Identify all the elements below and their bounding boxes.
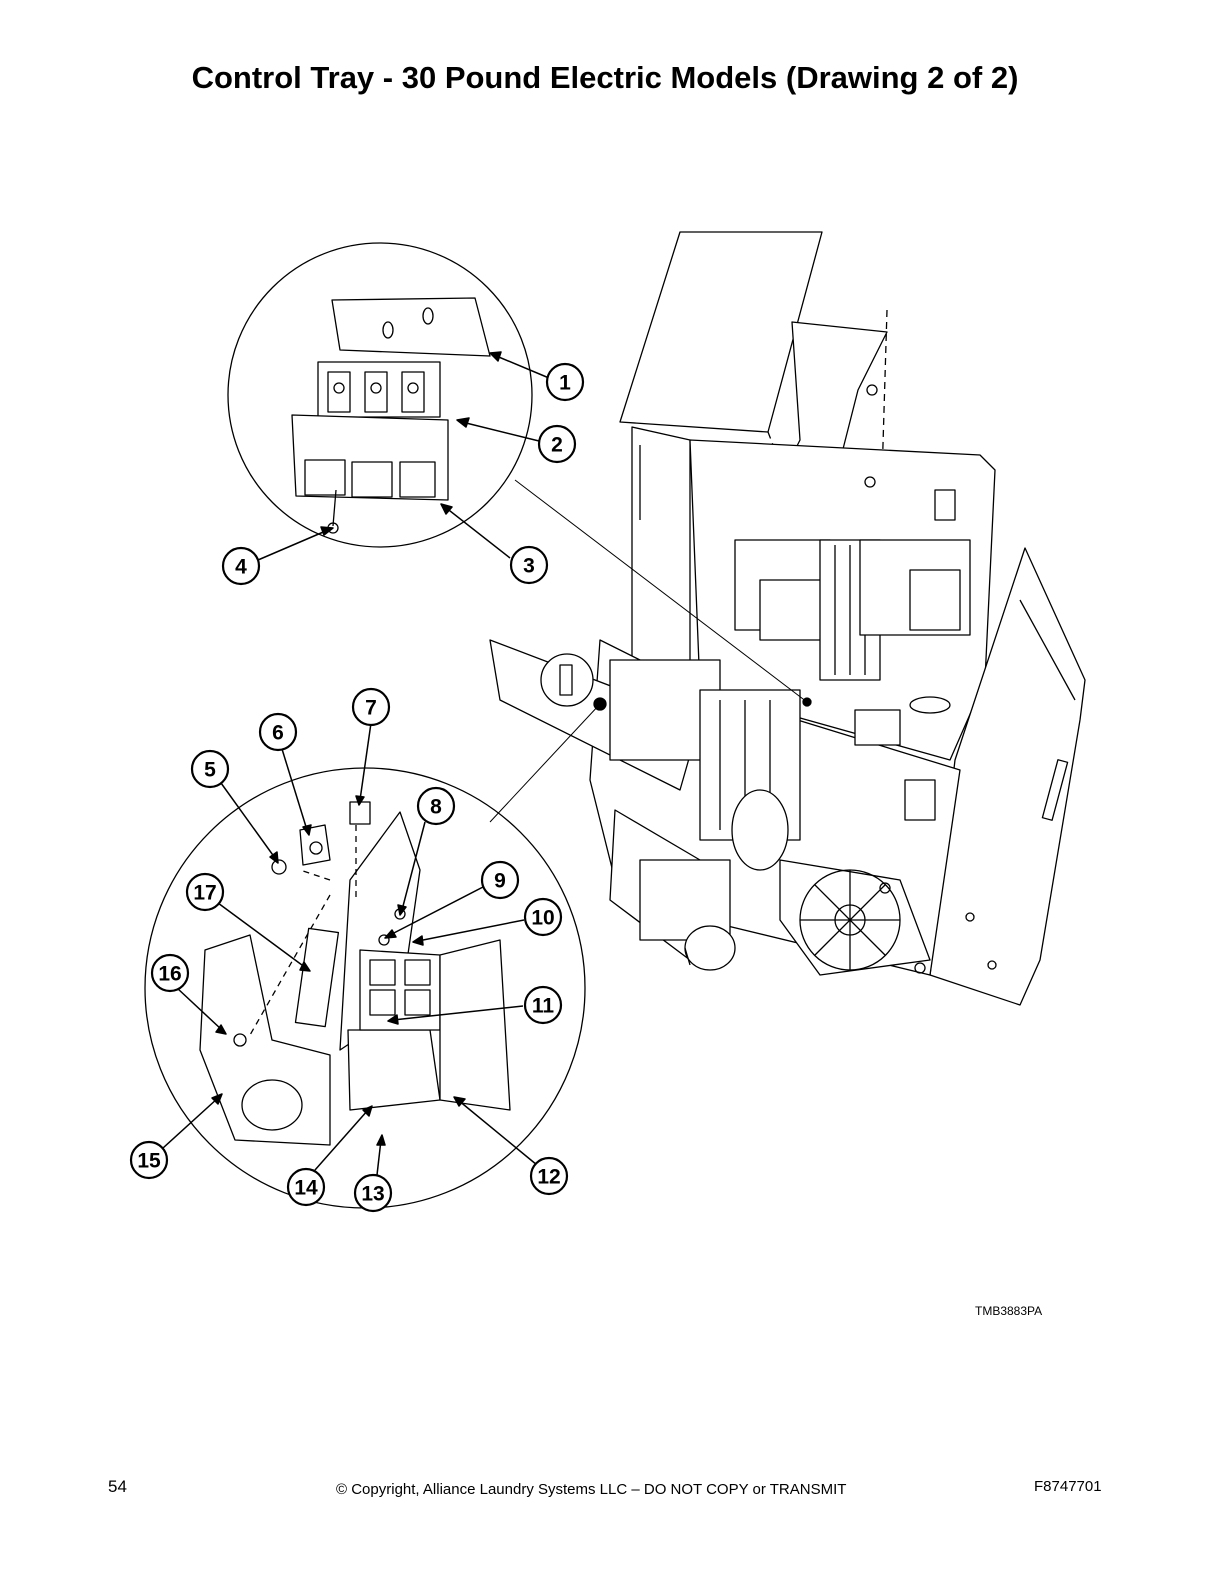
callout-13: 13 (353, 1173, 393, 1213)
callout-15-label: 15 (137, 1150, 161, 1173)
callout-1-label: 1 (559, 372, 571, 395)
callout-13-label: 13 (361, 1183, 384, 1206)
callout-9-label: 9 (494, 870, 506, 893)
callout-11: 11 (523, 985, 563, 1025)
callout-12: 12 (529, 1156, 569, 1196)
upper-detail-view (227, 242, 808, 703)
callout-17: 17 (185, 872, 225, 912)
callout-15: 15 (129, 1140, 169, 1180)
callout-2-label: 2 (551, 434, 563, 457)
callout-10: 10 (523, 897, 563, 937)
callout-14: 14 (286, 1167, 326, 1207)
callout-9: 9 (480, 860, 520, 900)
callout-7-label: 7 (365, 697, 377, 720)
lower-detail-view (144, 703, 601, 1209)
callout-4: 4 (221, 546, 261, 586)
figure-id: TMB3883PA (975, 1304, 1043, 1318)
callout-7: 7 (351, 687, 391, 727)
control-tray-assembly (489, 231, 1086, 1006)
callout-3-label: 3 (523, 555, 535, 578)
copyright-notice: © Copyright, Alliance Laundry Systems LL… (336, 1481, 847, 1498)
page-number: 54 (108, 1477, 127, 1496)
callout-12-label: 12 (537, 1166, 560, 1189)
callout-2: 2 (537, 424, 577, 464)
callout-14-label: 14 (294, 1177, 318, 1200)
callout-8-label: 8 (430, 796, 442, 819)
callout-5: 5 (190, 749, 230, 789)
callout-11-label: 11 (532, 995, 555, 1018)
callout-6: 6 (258, 712, 298, 752)
callout-3: 3 (509, 545, 549, 585)
page-title: Control Tray - 30 Pound Electric Models … (191, 60, 1019, 95)
callout-8: 8 (416, 786, 456, 826)
callout-5-label: 5 (204, 759, 216, 782)
document-number: F8747701 (1034, 1478, 1102, 1495)
callout-10-label: 10 (531, 907, 554, 930)
leader-lines (162, 351, 550, 1176)
callout-17-label: 17 (193, 882, 216, 905)
callout-4-label: 4 (235, 556, 247, 579)
callout-16: 16 (150, 953, 190, 993)
callout-1: 1 (545, 362, 585, 402)
callout-6-label: 6 (272, 722, 284, 745)
callout-16-label: 16 (158, 963, 181, 986)
